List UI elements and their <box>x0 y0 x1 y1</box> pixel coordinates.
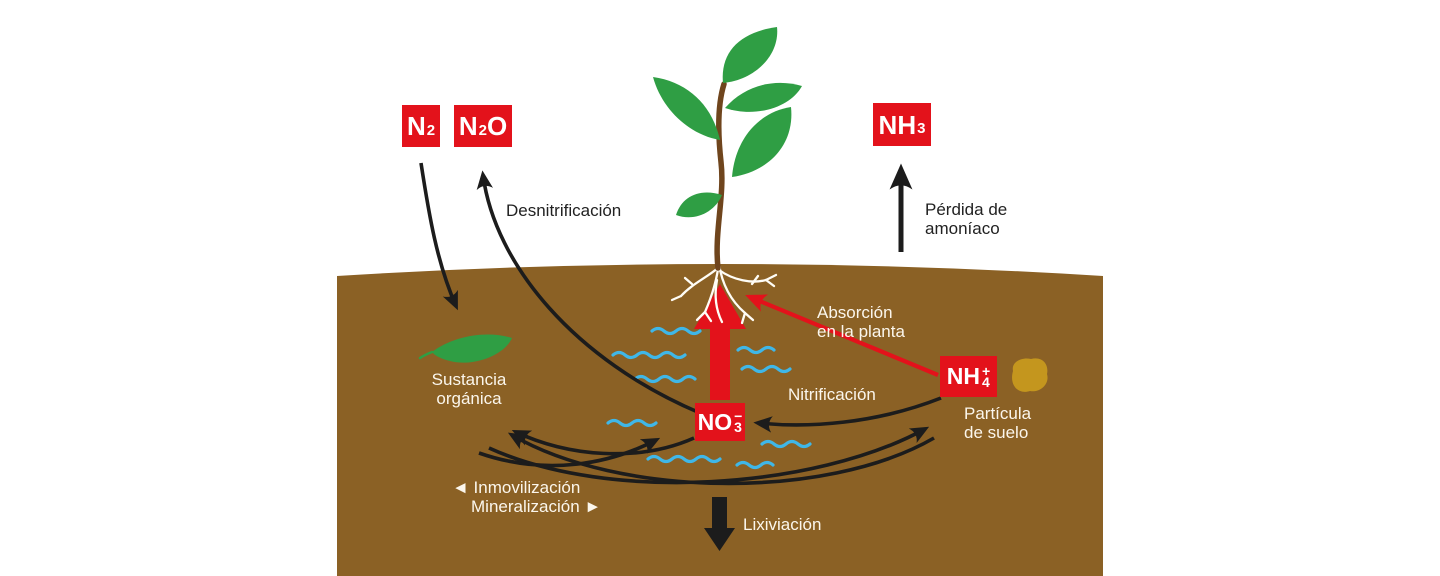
leaf-icon <box>432 334 512 363</box>
water-squiggle-icon <box>735 460 775 470</box>
lixiviacion-arrow <box>704 497 735 551</box>
soil-particle <box>1012 358 1048 392</box>
inmovilizacion-label: ◄ Inmovilización <box>452 478 581 497</box>
leaf-stem <box>418 350 434 360</box>
plant-leaves <box>653 27 802 218</box>
water-squiggle-icon <box>760 439 812 449</box>
plant <box>653 27 802 271</box>
desnitrificacion-arrow <box>476 170 701 415</box>
desnitrificacion-label: Desnitrificación <box>506 201 622 220</box>
water-squiggle-icon <box>740 364 792 374</box>
water-squiggle-icon <box>646 454 722 464</box>
perdida-amoniaco-label: Pérdida de amoníaco <box>925 200 1008 238</box>
no3-charge: − <box>734 408 743 424</box>
lixiviacion-label: Lixiviación <box>743 515 822 534</box>
soil-water-squiggles <box>606 326 812 470</box>
water-squiggle-icon <box>611 350 687 360</box>
water-squiggle-icon <box>633 374 697 384</box>
sustancia-organica-label: Sustancia orgánica <box>431 370 507 408</box>
nh4-charge: + <box>982 362 991 379</box>
nh4-box: NH +4 <box>940 356 997 397</box>
n2-to-soil-arrow <box>419 162 458 311</box>
water-squiggle-icon <box>650 326 702 336</box>
nitrificacion-arrow <box>753 396 942 433</box>
leaf-icon <box>725 82 802 112</box>
organic-matter-leaf <box>418 334 512 363</box>
particula-suelo-label: Partícula de suelo <box>964 404 1032 442</box>
water-squiggle-icon <box>606 418 658 428</box>
no3-to-organic-arrow <box>511 429 695 456</box>
mineralizacion-label: Mineralización ► <box>471 497 602 516</box>
leaf-icon <box>722 27 778 83</box>
leaf-icon <box>653 77 720 140</box>
absorcion-arrow <box>745 294 939 377</box>
water-squiggle-icon <box>736 345 776 355</box>
no3-box: NO −3 <box>695 403 745 441</box>
nitrificacion-label: Nitrificación <box>788 385 876 404</box>
n2-formula: N <box>406 111 426 141</box>
absorcion-label: Absorción en la planta <box>817 303 905 341</box>
leaf-icon <box>732 107 792 177</box>
plant-stem <box>714 81 727 271</box>
inmovilizacion-arrow <box>507 432 935 486</box>
leaf-icon <box>676 192 722 218</box>
